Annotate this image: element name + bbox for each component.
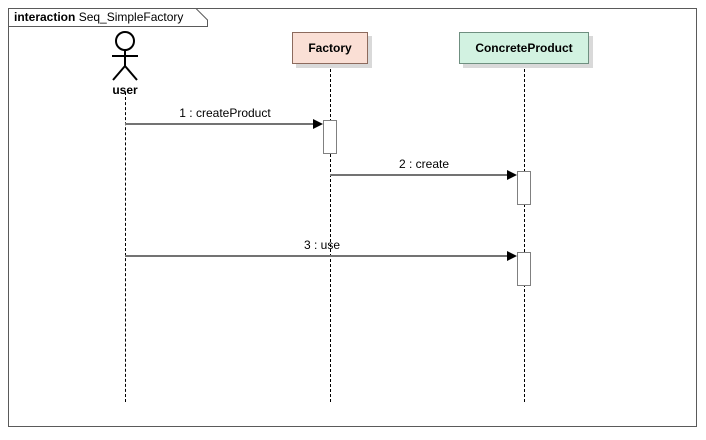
message-line-1[interactable] — [125, 123, 317, 125]
message-arrowhead-1 — [313, 119, 323, 129]
lifeline-label-factory: Factory — [308, 41, 352, 55]
lifeline-label-concreteproduct: ConcreteProduct — [475, 41, 573, 55]
activation-bar-concreteproduct-2 — [517, 252, 531, 286]
actor-user — [108, 30, 142, 87]
lifeline-box-concreteproduct[interactable]: ConcreteProduct — [459, 32, 589, 64]
lifeline-box-factory[interactable]: Factory — [292, 32, 368, 64]
lifeline-concreteproduct — [524, 64, 525, 402]
frame-header-tab: interaction Seq_SimpleFactory — [8, 8, 208, 27]
frame-keyword: interaction — [14, 10, 76, 24]
message-line-2[interactable] — [330, 174, 511, 176]
message-label-3: 3 : use — [303, 238, 341, 252]
activation-bar-factory-1 — [323, 120, 337, 154]
activation-bar-concreteproduct-1 — [517, 171, 531, 205]
lifeline-label-user: user — [112, 83, 138, 97]
message-label-1: 1 : createProduct — [179, 106, 271, 120]
interaction-frame — [8, 8, 697, 427]
message-arrowhead-2 — [507, 170, 517, 180]
lifeline-factory — [330, 64, 331, 402]
message-line-3[interactable] — [125, 255, 511, 257]
lifeline-user — [125, 92, 126, 402]
message-label-2: 2 : create — [398, 157, 450, 171]
frame-title: interaction Seq_SimpleFactory — [14, 9, 183, 25]
frame-name: Seq_SimpleFactory — [78, 10, 184, 24]
actor-stick-figure-icon — [112, 31, 138, 81]
message-arrowhead-3 — [507, 251, 517, 261]
frame-tab-pentagon-icon — [8, 8, 208, 27]
